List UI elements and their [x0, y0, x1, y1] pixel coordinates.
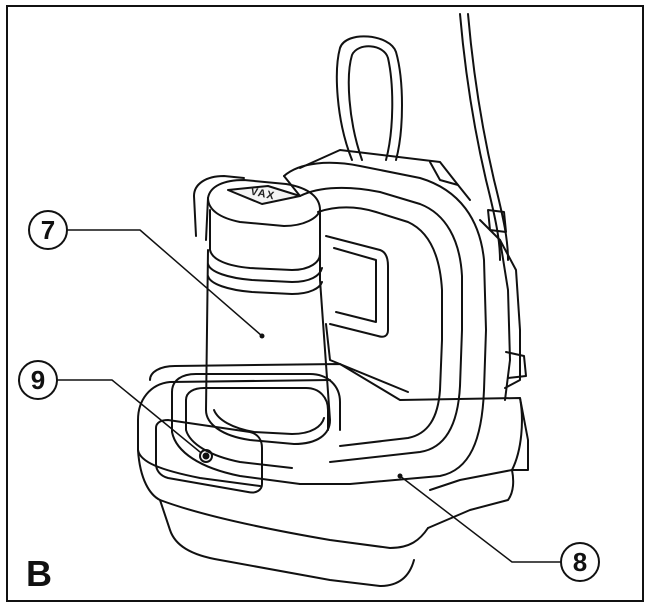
- leader-lines: [57, 229, 561, 563]
- callout-label-7: 7: [41, 215, 55, 245]
- leader-line-8: [399, 475, 561, 563]
- dock-arm: [283, 161, 487, 485]
- figure-frame: [6, 5, 644, 602]
- leader-line-7: [67, 229, 263, 337]
- callout-7: 7: [28, 210, 68, 250]
- callout-8: 8: [560, 542, 600, 582]
- callout-label-8: 8: [573, 547, 587, 577]
- leader-dot-7: [259, 333, 265, 339]
- dock-back-housing: [299, 149, 527, 401]
- charging-dock-base: [137, 363, 529, 587]
- callout-label-9: 9: [31, 365, 45, 395]
- callout-9: 9: [18, 360, 58, 400]
- cable-loop: [335, 35, 403, 161]
- battery-well: [171, 373, 341, 485]
- battery: [193, 175, 331, 445]
- battery-logo: VAX: [249, 186, 276, 203]
- leader-line-9: [57, 379, 201, 453]
- leader-dot-8: [397, 473, 403, 479]
- figure-letter: B: [26, 553, 52, 594]
